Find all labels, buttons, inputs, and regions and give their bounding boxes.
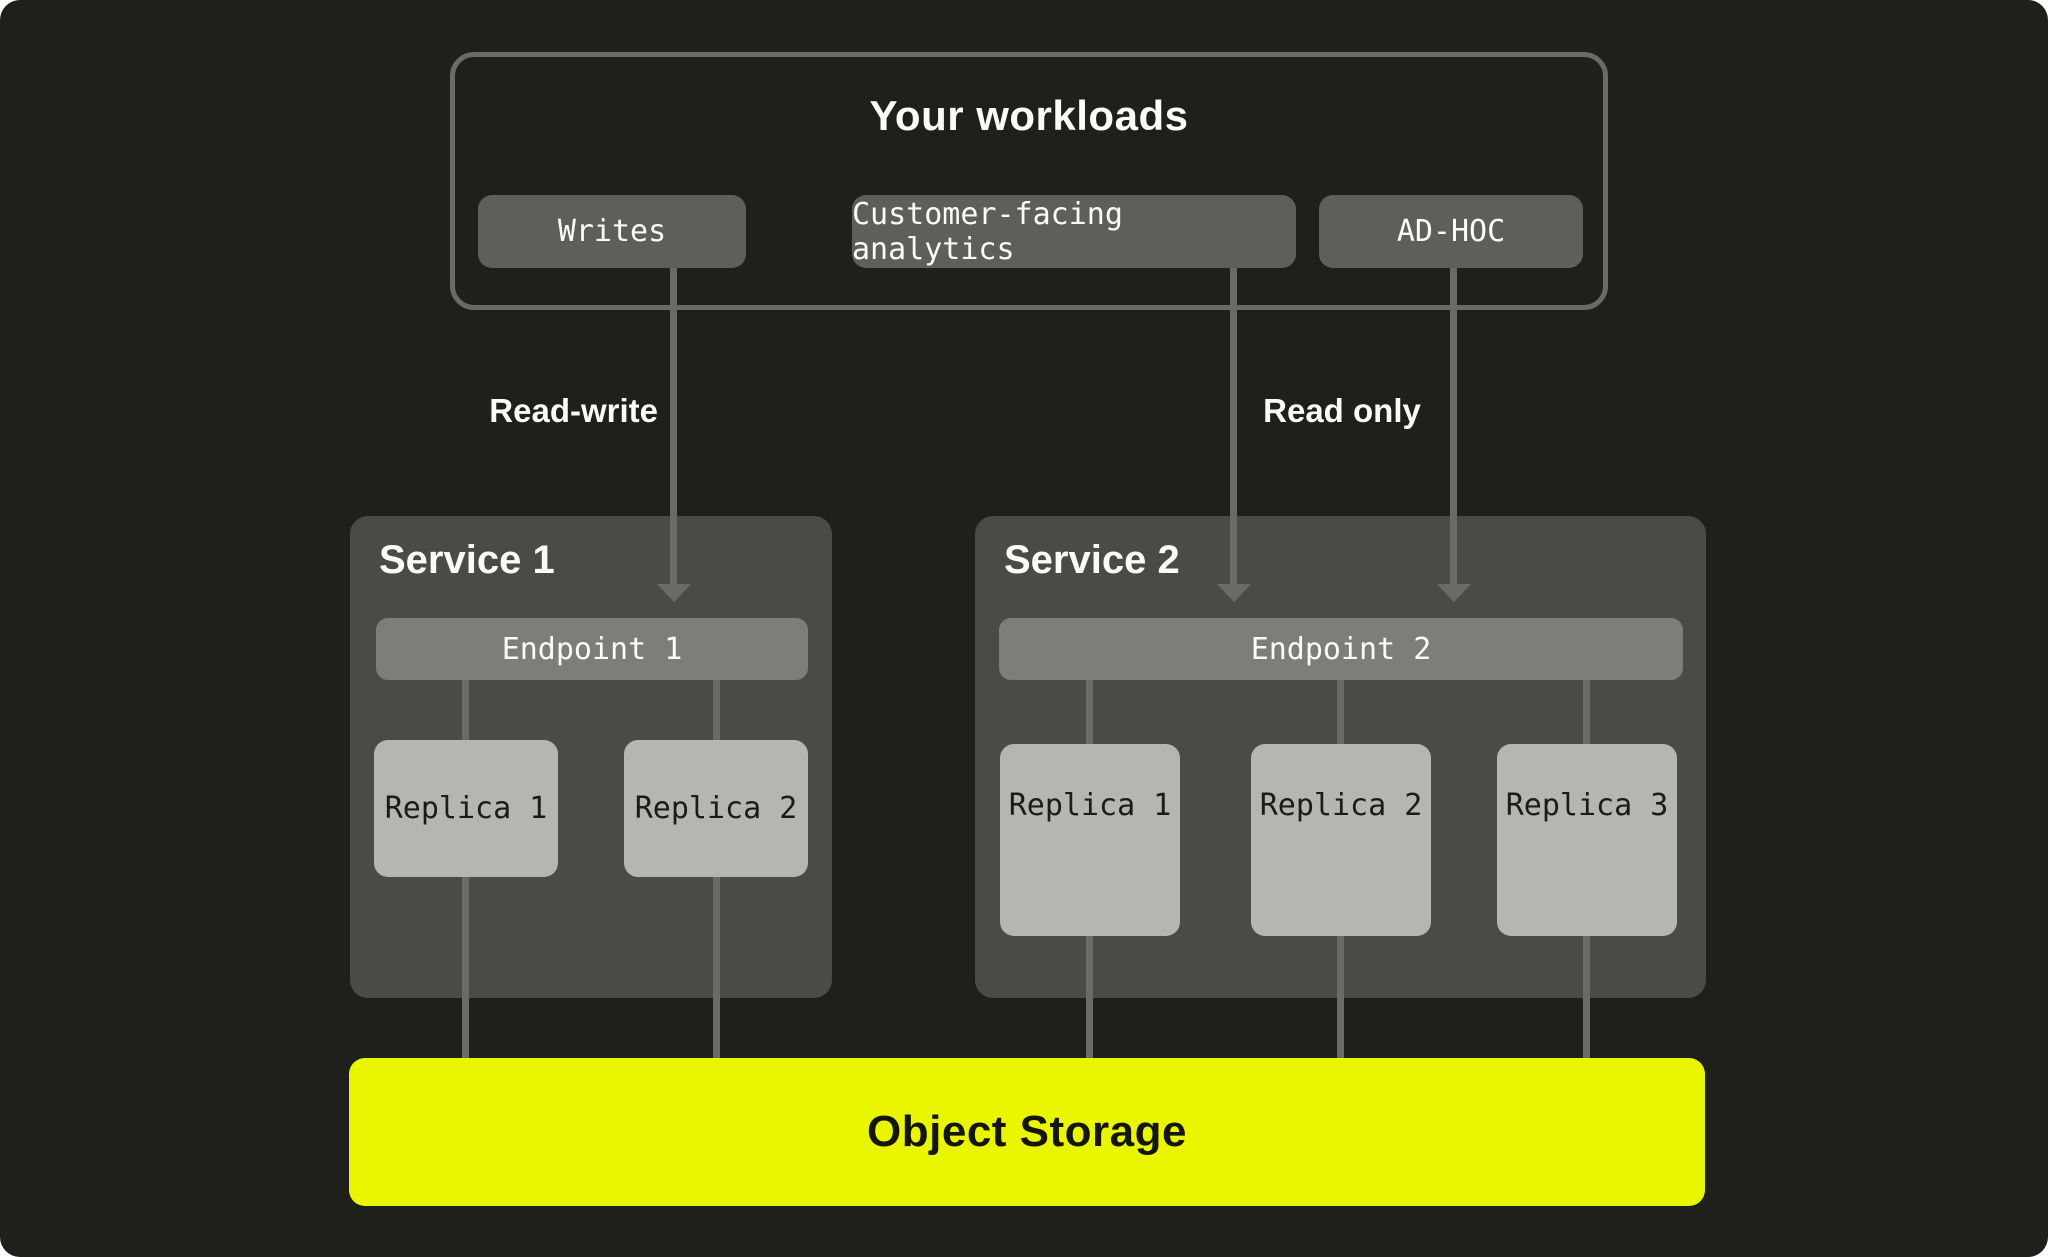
service-1-box: Service 1 Endpoint 1 Replica 1 Replica 2 bbox=[350, 516, 832, 1060]
service-2-replica-2: Replica 2 bbox=[1251, 744, 1431, 936]
service-2-title: Service 2 bbox=[1004, 538, 1180, 582]
service-1-title: Service 1 bbox=[379, 538, 555, 582]
workload-chip-customer-facing-analytics: Customer-facing analytics bbox=[852, 195, 1296, 268]
read-only-label: Read only bbox=[1263, 392, 1421, 429]
edge-writes-to-endpoint1 bbox=[670, 268, 677, 586]
object-storage-bar: Object Storage bbox=[349, 1058, 1705, 1206]
arrow-down-icon bbox=[1437, 584, 1471, 602]
service-2-box: Service 2 Endpoint 2 Replica 1 Replica 2… bbox=[975, 516, 1706, 1060]
arrow-down-icon bbox=[1217, 584, 1251, 602]
read-write-label: Read-write bbox=[489, 392, 658, 429]
edge-analytics-to-endpoint2 bbox=[1230, 268, 1237, 586]
service-2-replica-1: Replica 1 bbox=[1000, 744, 1180, 936]
workload-chip-writes: Writes bbox=[478, 195, 746, 268]
service-2-endpoint: Endpoint 2 bbox=[999, 618, 1683, 680]
workloads-container: Your workloads Writes Customer-facing an… bbox=[450, 52, 1608, 310]
workloads-title: Your workloads bbox=[869, 92, 1189, 139]
service-1-endpoint: Endpoint 1 bbox=[376, 618, 808, 680]
arrow-down-icon bbox=[657, 584, 691, 602]
service-1-replica-1: Replica 1 bbox=[374, 740, 558, 877]
workload-chip-ad-hoc: AD-HOC bbox=[1319, 195, 1583, 268]
edge-adhoc-to-endpoint2 bbox=[1450, 268, 1457, 586]
service-1-replica-2: Replica 2 bbox=[624, 740, 808, 877]
service-2-replica-3: Replica 3 bbox=[1497, 744, 1677, 936]
